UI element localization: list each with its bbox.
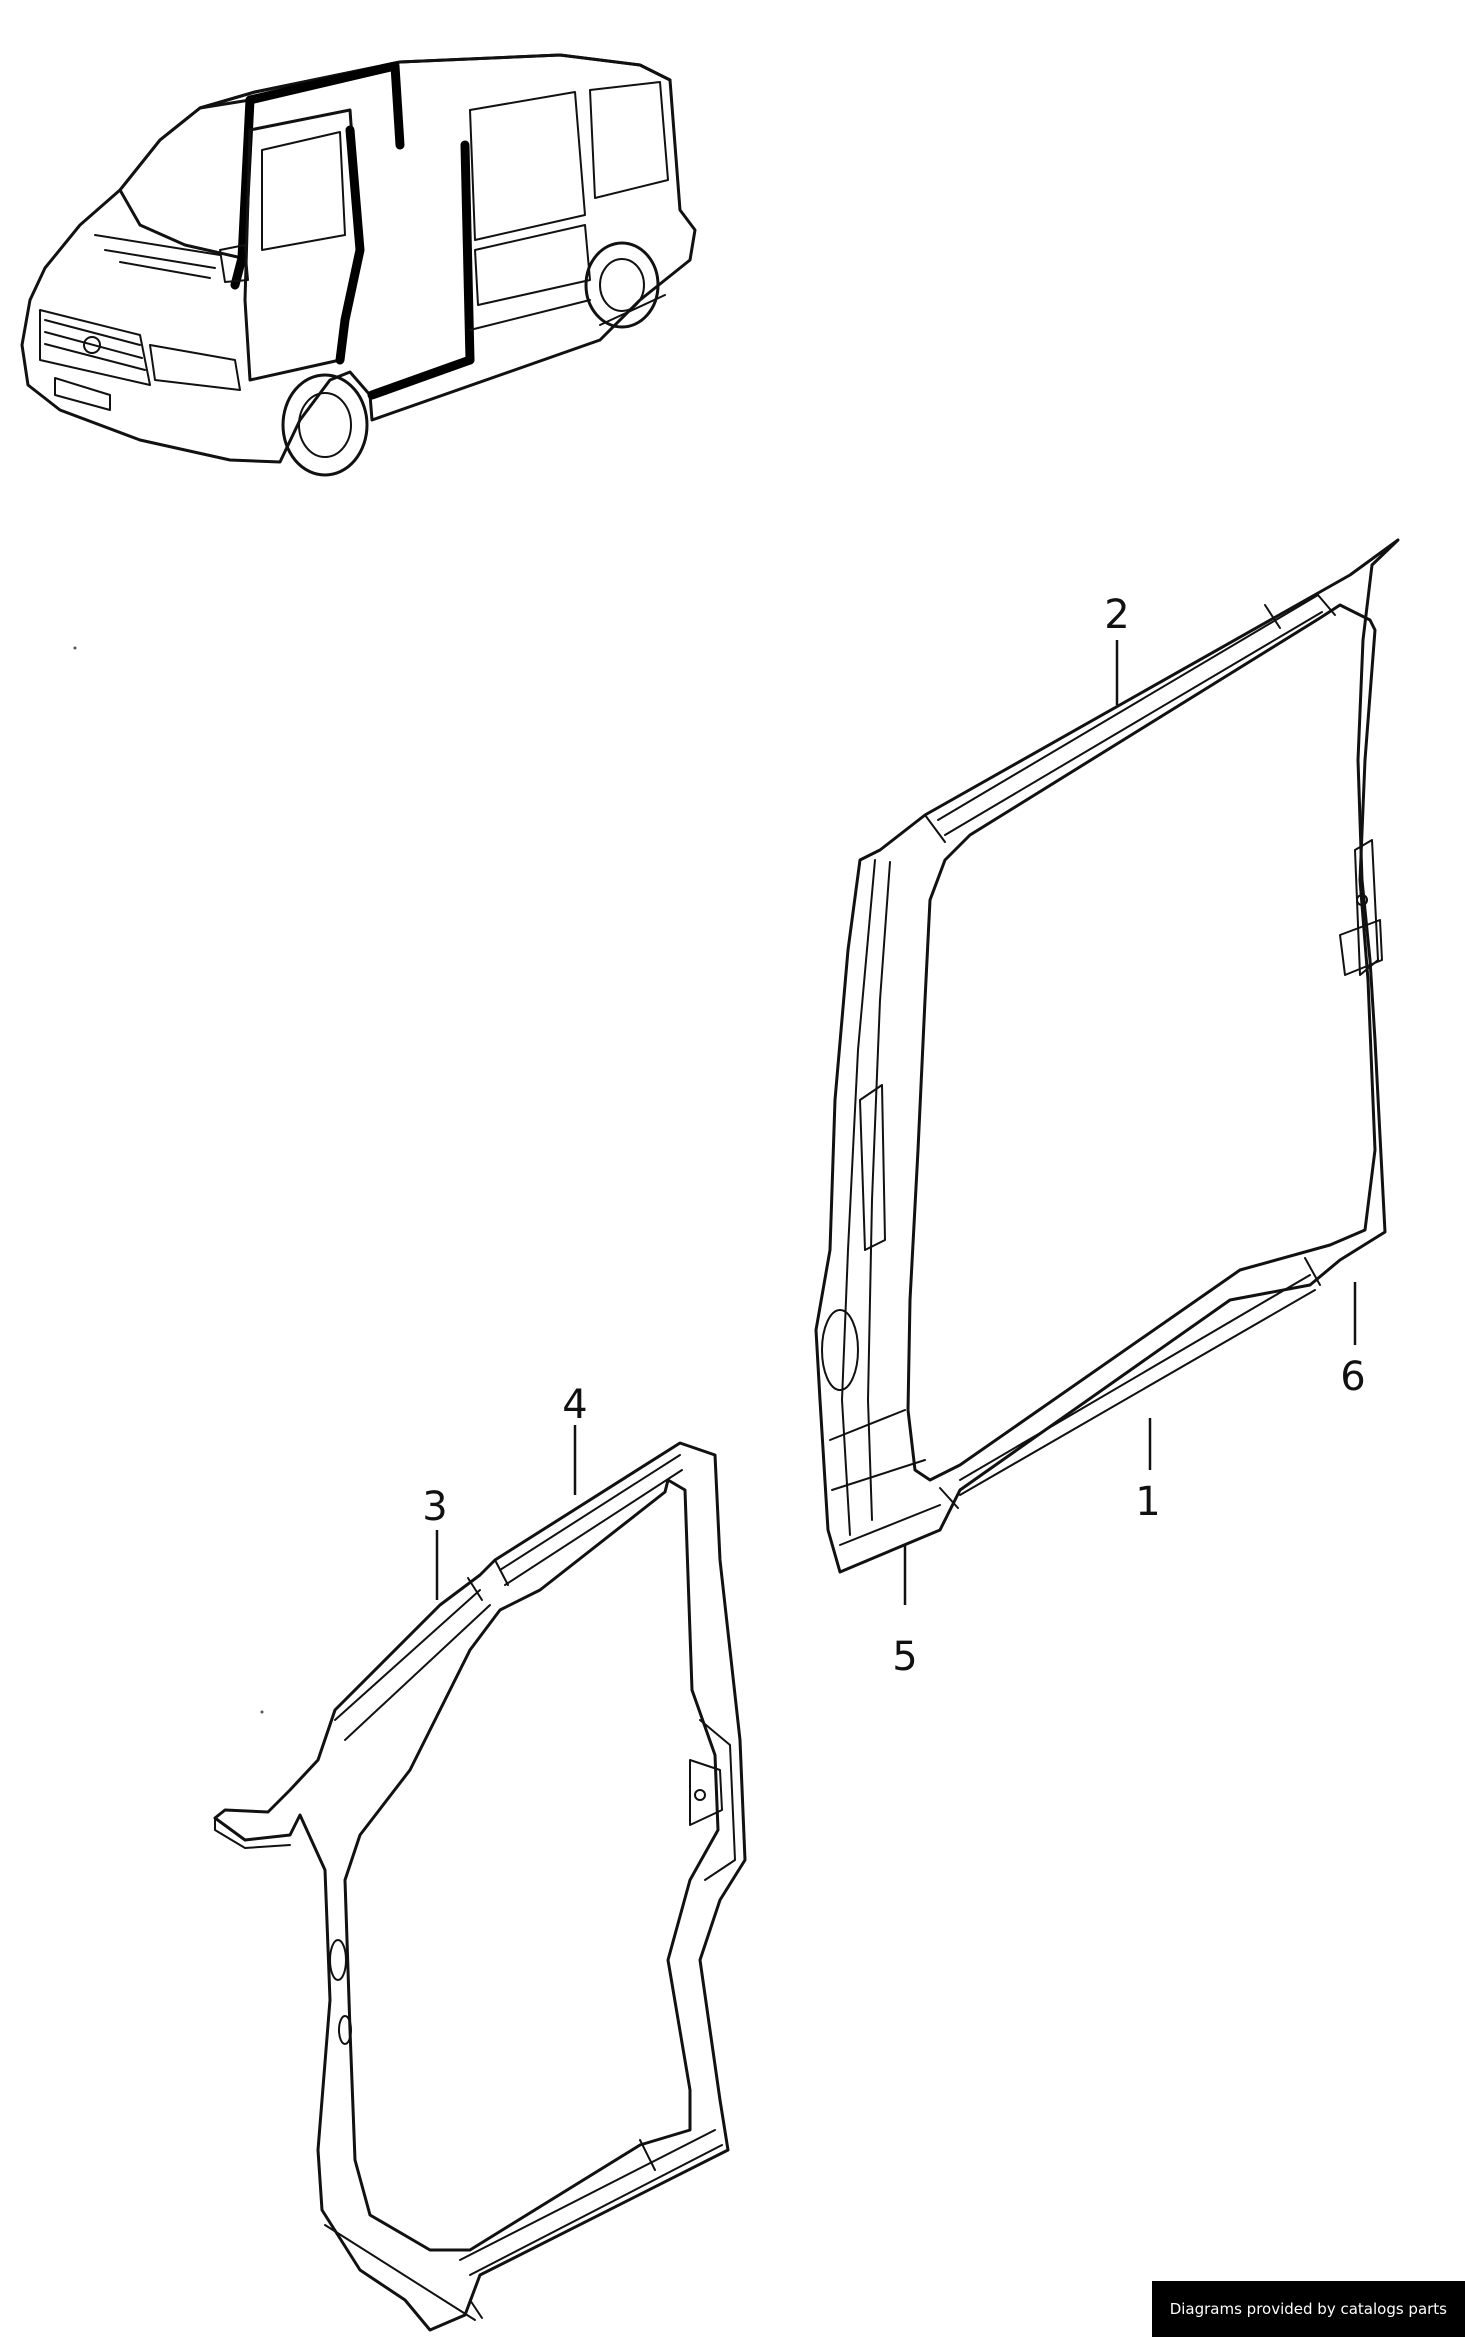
callout-labels: 1 2 3 4 5 6 (422, 592, 1365, 1680)
speck (73, 646, 77, 650)
credit-banner: Diagrams provided by catalogs parts (1151, 2281, 1465, 2337)
callout-2: 2 (1104, 592, 1129, 638)
sliding-door-frame-part (814, 538, 1400, 1574)
callout-1: 1 (1135, 1479, 1160, 1525)
callout-5: 5 (892, 1634, 917, 1680)
callout-leaders (435, 640, 1357, 1605)
callout-6: 6 (1340, 1354, 1365, 1400)
speck (260, 1710, 264, 1714)
callout-3: 3 (422, 1484, 447, 1530)
callout-4: 4 (562, 1382, 587, 1428)
van-overview-illustration (20, 53, 697, 477)
front-door-frame-part (213, 1441, 747, 2332)
